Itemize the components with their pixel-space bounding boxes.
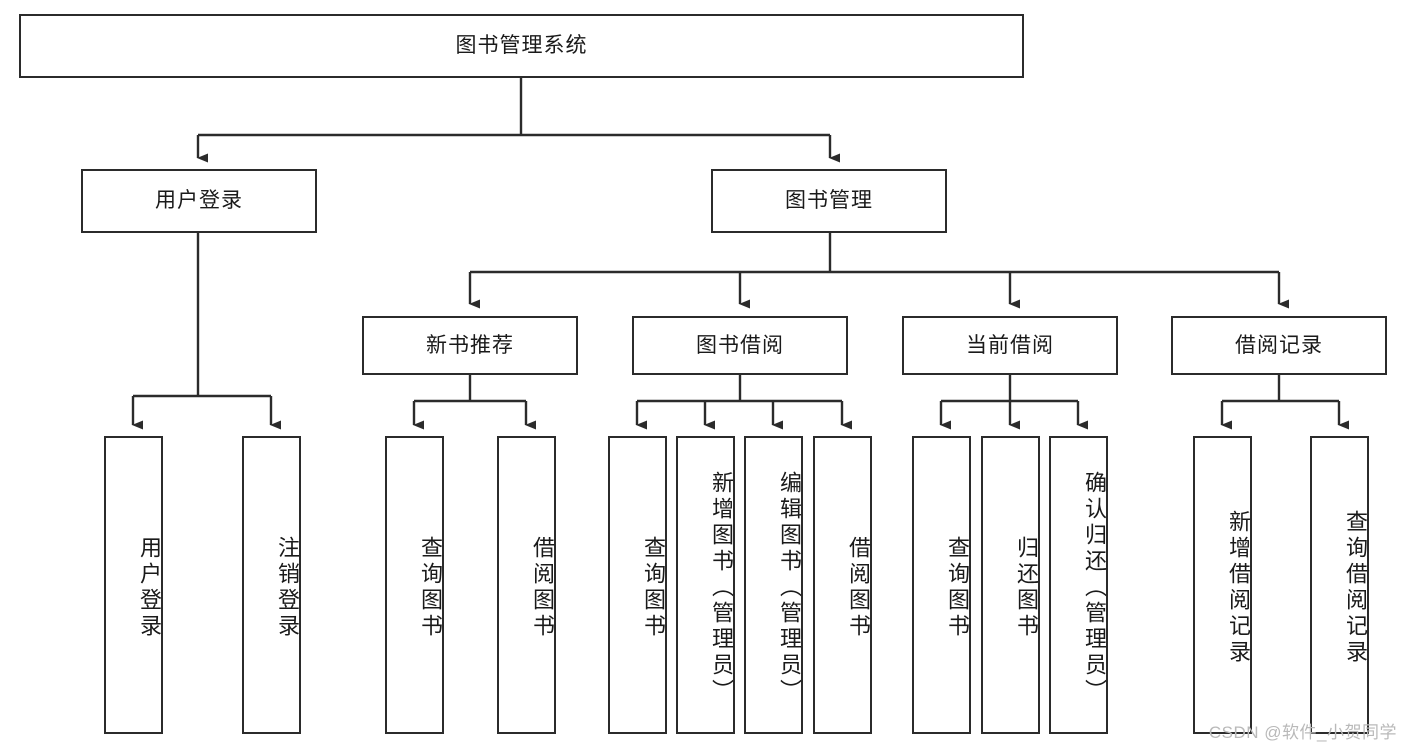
node-label: 新书推荐 [426,333,514,357]
node-label: 用户登录 [155,189,243,213]
node-label: 借阅记录 [1235,333,1323,357]
node-label: 图书管理系统 [455,34,588,58]
node-label: 编辑图书（管理员） [777,471,802,705]
leaf-query-book-borrow[interactable]: 查询图书 [608,436,667,734]
node-label: 查询借阅记录 [1343,510,1368,666]
node-label: 新增借阅记录 [1226,510,1251,666]
node-label: 注销登录 [275,536,300,640]
node-label: 新增图书（管理员） [709,471,734,705]
node-book-management[interactable]: 图书管理 [711,169,947,233]
node-label: 用户登录 [137,536,162,640]
leaf-add-borrow-record[interactable]: 新增借阅记录 [1193,436,1252,734]
node-label: 图书管理 [785,189,873,213]
node-label: 归还图书 [1014,536,1039,640]
csdn-watermark: CSDN @软件_小贺同学 [1208,723,1397,742]
node-label: 图书借阅 [696,333,784,357]
leaf-user-login[interactable]: 用户登录 [104,436,163,734]
node-current-borrow[interactable]: 当前借阅 [902,316,1118,375]
leaf-return-book[interactable]: 归还图书 [981,436,1040,734]
node-book-borrow[interactable]: 图书借阅 [632,316,848,375]
node-new-book-recommend[interactable]: 新书推荐 [362,316,578,375]
leaf-add-book[interactable]: 新增图书（管理员） [676,436,735,734]
leaf-user-logout[interactable]: 注销登录 [242,436,301,734]
leaf-borrow-book[interactable]: 借阅图书 [813,436,872,734]
leaf-query-borrow-record[interactable]: 查询借阅记录 [1310,436,1369,734]
node-label: 查询图书 [945,536,970,640]
leaf-query-book-current[interactable]: 查询图书 [912,436,971,734]
leaf-borrow-book-recommend[interactable]: 借阅图书 [497,436,556,734]
node-label: 借阅图书 [846,536,871,640]
node-label: 查询图书 [418,536,443,640]
node-label: 当前借阅 [966,333,1054,357]
leaf-query-book-recommend[interactable]: 查询图书 [385,436,444,734]
node-label: 查询图书 [641,536,666,640]
node-label: 借阅图书 [530,536,555,640]
node-root-book-management-system[interactable]: 图书管理系统 [19,14,1024,78]
leaf-confirm-return[interactable]: 确认归还（管理员） [1049,436,1108,734]
node-user-login[interactable]: 用户登录 [81,169,317,233]
node-label: 确认归还（管理员） [1082,471,1107,705]
leaf-edit-book[interactable]: 编辑图书（管理员） [744,436,803,734]
node-borrow-record[interactable]: 借阅记录 [1171,316,1387,375]
